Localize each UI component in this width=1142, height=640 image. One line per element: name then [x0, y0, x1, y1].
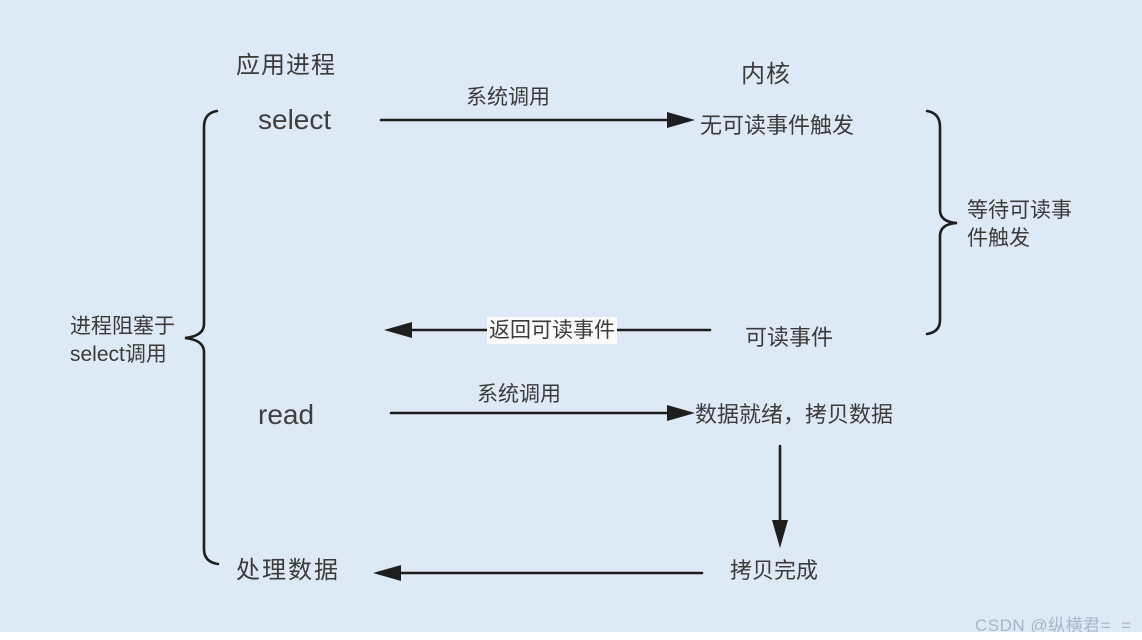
arrow-syscall-select-icon — [379, 112, 695, 128]
no-readable-event-node: 无可读事件触发 — [700, 113, 855, 138]
syscall-read-label: 系统调用 — [477, 383, 561, 406]
right-curly-brace-icon — [925, 109, 958, 336]
readable-event-node: 可读事件 — [745, 325, 834, 350]
select-node: select — [258, 104, 332, 135]
blocked-bracket-label-line2: select调用 — [70, 343, 167, 367]
kernel-header: 内核 — [741, 61, 791, 88]
bottom-white-strip — [0, 632, 1142, 640]
copy-done-node: 拷贝完成 — [730, 558, 819, 583]
left-curly-brace-icon — [184, 109, 220, 566]
arrow-copy-down-icon — [772, 444, 788, 548]
read-node: read — [258, 399, 315, 430]
blocked-bracket-label: 进程阻塞于 select调用 — [70, 313, 190, 370]
waiting-bracket-label: 等待可读事 件触发 — [967, 197, 1087, 254]
csdn-watermark: CSDN @纵横君=_= — [975, 616, 1132, 635]
process-data-node: 处理数据 — [236, 557, 340, 584]
data-ready-copy-node: 数据就绪，拷贝数据 — [695, 402, 894, 427]
blocked-bracket-label-line1: 进程阻塞于 — [70, 315, 175, 338]
return-readable-label: 返回可读事件 — [487, 317, 617, 345]
waiting-bracket-label-line2: 件触发 — [967, 227, 1030, 251]
syscall-select-label: 系统调用 — [466, 86, 550, 109]
arrow-syscall-read-icon — [389, 405, 695, 421]
waiting-bracket-label-line1: 等待可读事 — [967, 199, 1072, 222]
arrow-copy-done-icon — [373, 565, 704, 581]
app-process-header: 应用进程 — [236, 52, 336, 79]
